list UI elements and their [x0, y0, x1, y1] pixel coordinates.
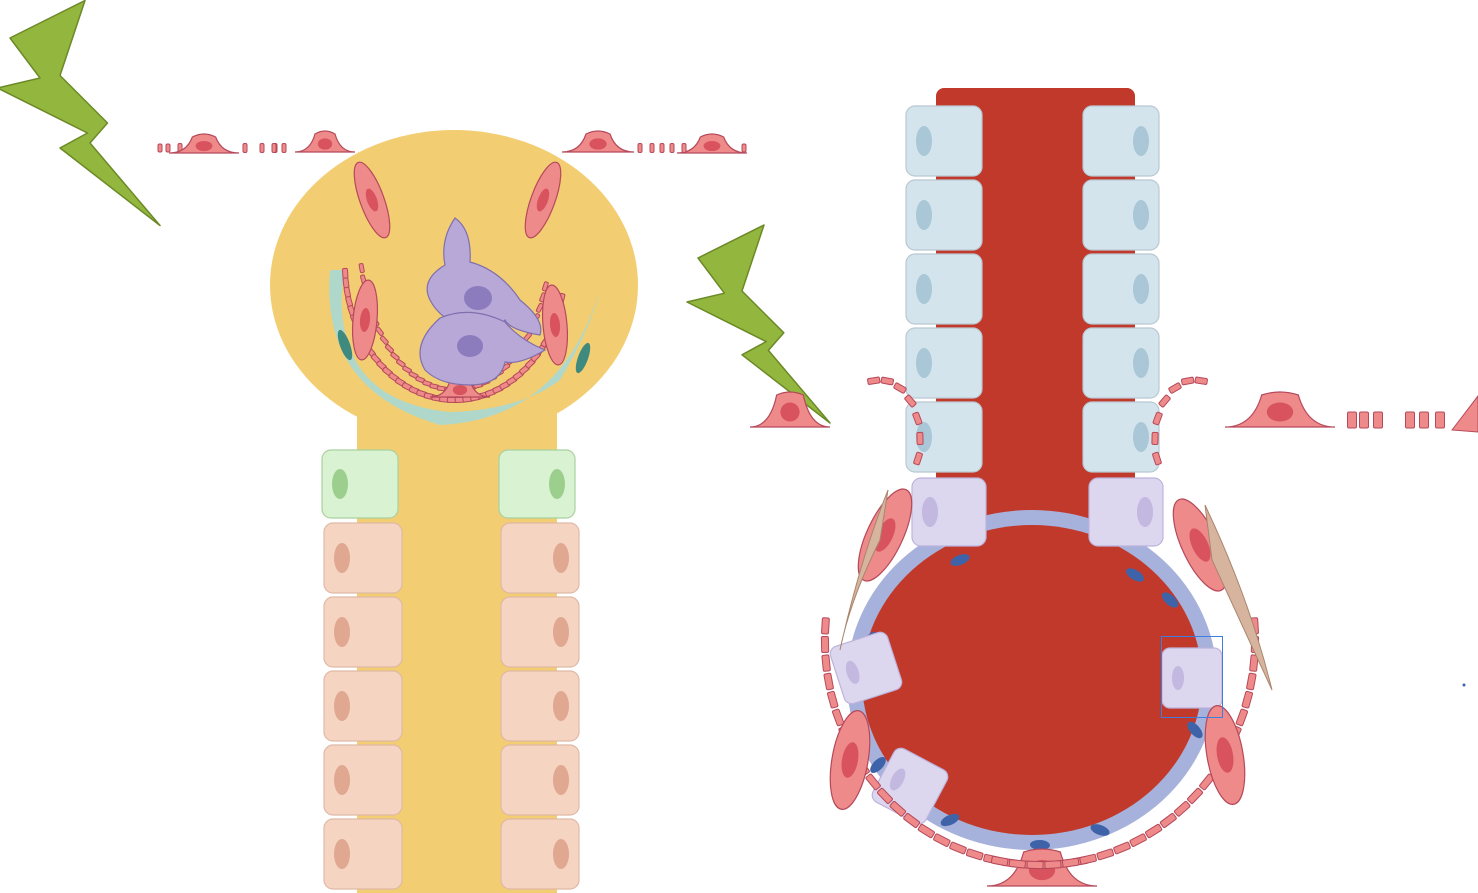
cell-fragment	[260, 144, 264, 153]
right-panel	[687, 88, 1478, 886]
cell-nucleus	[553, 543, 569, 573]
cell-fragment	[243, 144, 247, 153]
cell-fragment	[1168, 382, 1181, 393]
cell-fragment	[1027, 861, 1043, 868]
cell-nucleus	[1133, 200, 1149, 230]
cell-fragment	[1242, 691, 1253, 708]
cell-nucleus	[1133, 126, 1149, 156]
cell-fragment	[158, 144, 162, 152]
cell-fragment	[1009, 859, 1026, 868]
cell-nucleus	[334, 543, 350, 573]
lightning-bolt-icon	[0, 1, 160, 226]
cell-nucleus	[553, 765, 569, 795]
cell-nucleus	[916, 274, 932, 304]
cell-nucleus	[553, 691, 569, 721]
cell-nucleus	[553, 839, 569, 869]
cell-fragment	[1181, 377, 1194, 385]
cell-nucleus	[334, 839, 350, 869]
selection-box[interactable]	[1161, 636, 1223, 718]
cell-fragment	[893, 382, 906, 393]
cell-fragment	[282, 144, 286, 153]
cell-nucleus	[916, 126, 932, 156]
cell-nucleus	[704, 141, 721, 151]
cell-nucleus	[1133, 348, 1149, 378]
cell-fragment	[1080, 854, 1097, 864]
cell-fragment	[1420, 412, 1429, 428]
cell-fragment	[660, 144, 664, 153]
cell-nucleus	[334, 691, 350, 721]
cell-fragment	[949, 842, 966, 855]
cell-nucleus	[196, 141, 213, 151]
cell-nucleus	[916, 348, 932, 378]
cell-fragment	[1187, 788, 1203, 804]
cell-fragment	[1360, 412, 1369, 428]
cell-nucleus	[318, 138, 332, 149]
cell-fragment	[1246, 673, 1256, 690]
cell-fragment	[1045, 861, 1061, 869]
cell-fragment	[991, 856, 1008, 866]
cell-fragment	[867, 377, 880, 385]
cell-nucleus	[334, 617, 350, 647]
cell-nucleus	[916, 200, 932, 230]
cell-fragment	[821, 618, 829, 634]
cell-fragment	[1406, 412, 1415, 428]
cell-fragment	[1158, 395, 1170, 408]
cell-nucleus	[457, 335, 483, 357]
cell-nucleus	[589, 138, 606, 149]
marker-dot	[1463, 684, 1466, 687]
cell-fragment	[966, 849, 983, 861]
cell-fragment	[650, 144, 654, 153]
cell-nucleus	[549, 469, 565, 499]
cell-nucleus	[780, 402, 799, 421]
cell-fragment	[1174, 801, 1191, 817]
cell-fragment	[822, 655, 831, 672]
cell-fragment	[670, 144, 674, 153]
cell-nucleus	[553, 617, 569, 647]
cell-fragment	[1152, 432, 1158, 444]
squamous-cell	[1452, 396, 1478, 432]
cell-fragment	[1129, 833, 1146, 847]
cell-fragment	[166, 144, 170, 152]
left-panel	[0, 1, 747, 893]
cell-fragment	[1436, 412, 1445, 428]
cell-fragment	[1348, 412, 1357, 428]
cell-nucleus	[332, 469, 348, 499]
cell-fragment	[342, 268, 348, 278]
cell-fragment	[827, 691, 838, 708]
cell-fragment	[638, 144, 642, 153]
cell-fragment	[742, 144, 746, 152]
cell-fragment	[343, 278, 349, 289]
cell-fragment	[1113, 842, 1130, 855]
cell-fragment	[1062, 858, 1079, 867]
cell-nucleus	[464, 286, 492, 310]
lightning-bolt-icon	[687, 225, 830, 423]
cell-nucleus	[1133, 274, 1149, 304]
cell-nucleus	[1137, 497, 1153, 527]
cell-fragment	[1195, 377, 1208, 385]
cell-fragment	[821, 636, 828, 652]
cell-fragment	[1160, 813, 1177, 828]
cell-nucleus	[334, 765, 350, 795]
cell-fragment	[1145, 824, 1162, 838]
cell-nucleus	[1133, 422, 1149, 452]
cell-nucleus	[453, 385, 467, 395]
cell-fragment	[682, 144, 686, 153]
cell-fragment	[917, 432, 923, 444]
cell-fragment	[1236, 709, 1248, 726]
cell-fragment	[832, 709, 844, 726]
cell-nucleus	[922, 497, 938, 527]
cell-fragment	[824, 673, 834, 690]
cell-fragment	[933, 833, 950, 847]
cell-fragment	[272, 144, 276, 153]
cell-nucleus	[1267, 402, 1293, 421]
cell-fragment	[1097, 849, 1114, 861]
cell-fragment	[1374, 412, 1383, 428]
cell-fragment	[918, 824, 935, 838]
cell-fragment	[881, 377, 894, 385]
